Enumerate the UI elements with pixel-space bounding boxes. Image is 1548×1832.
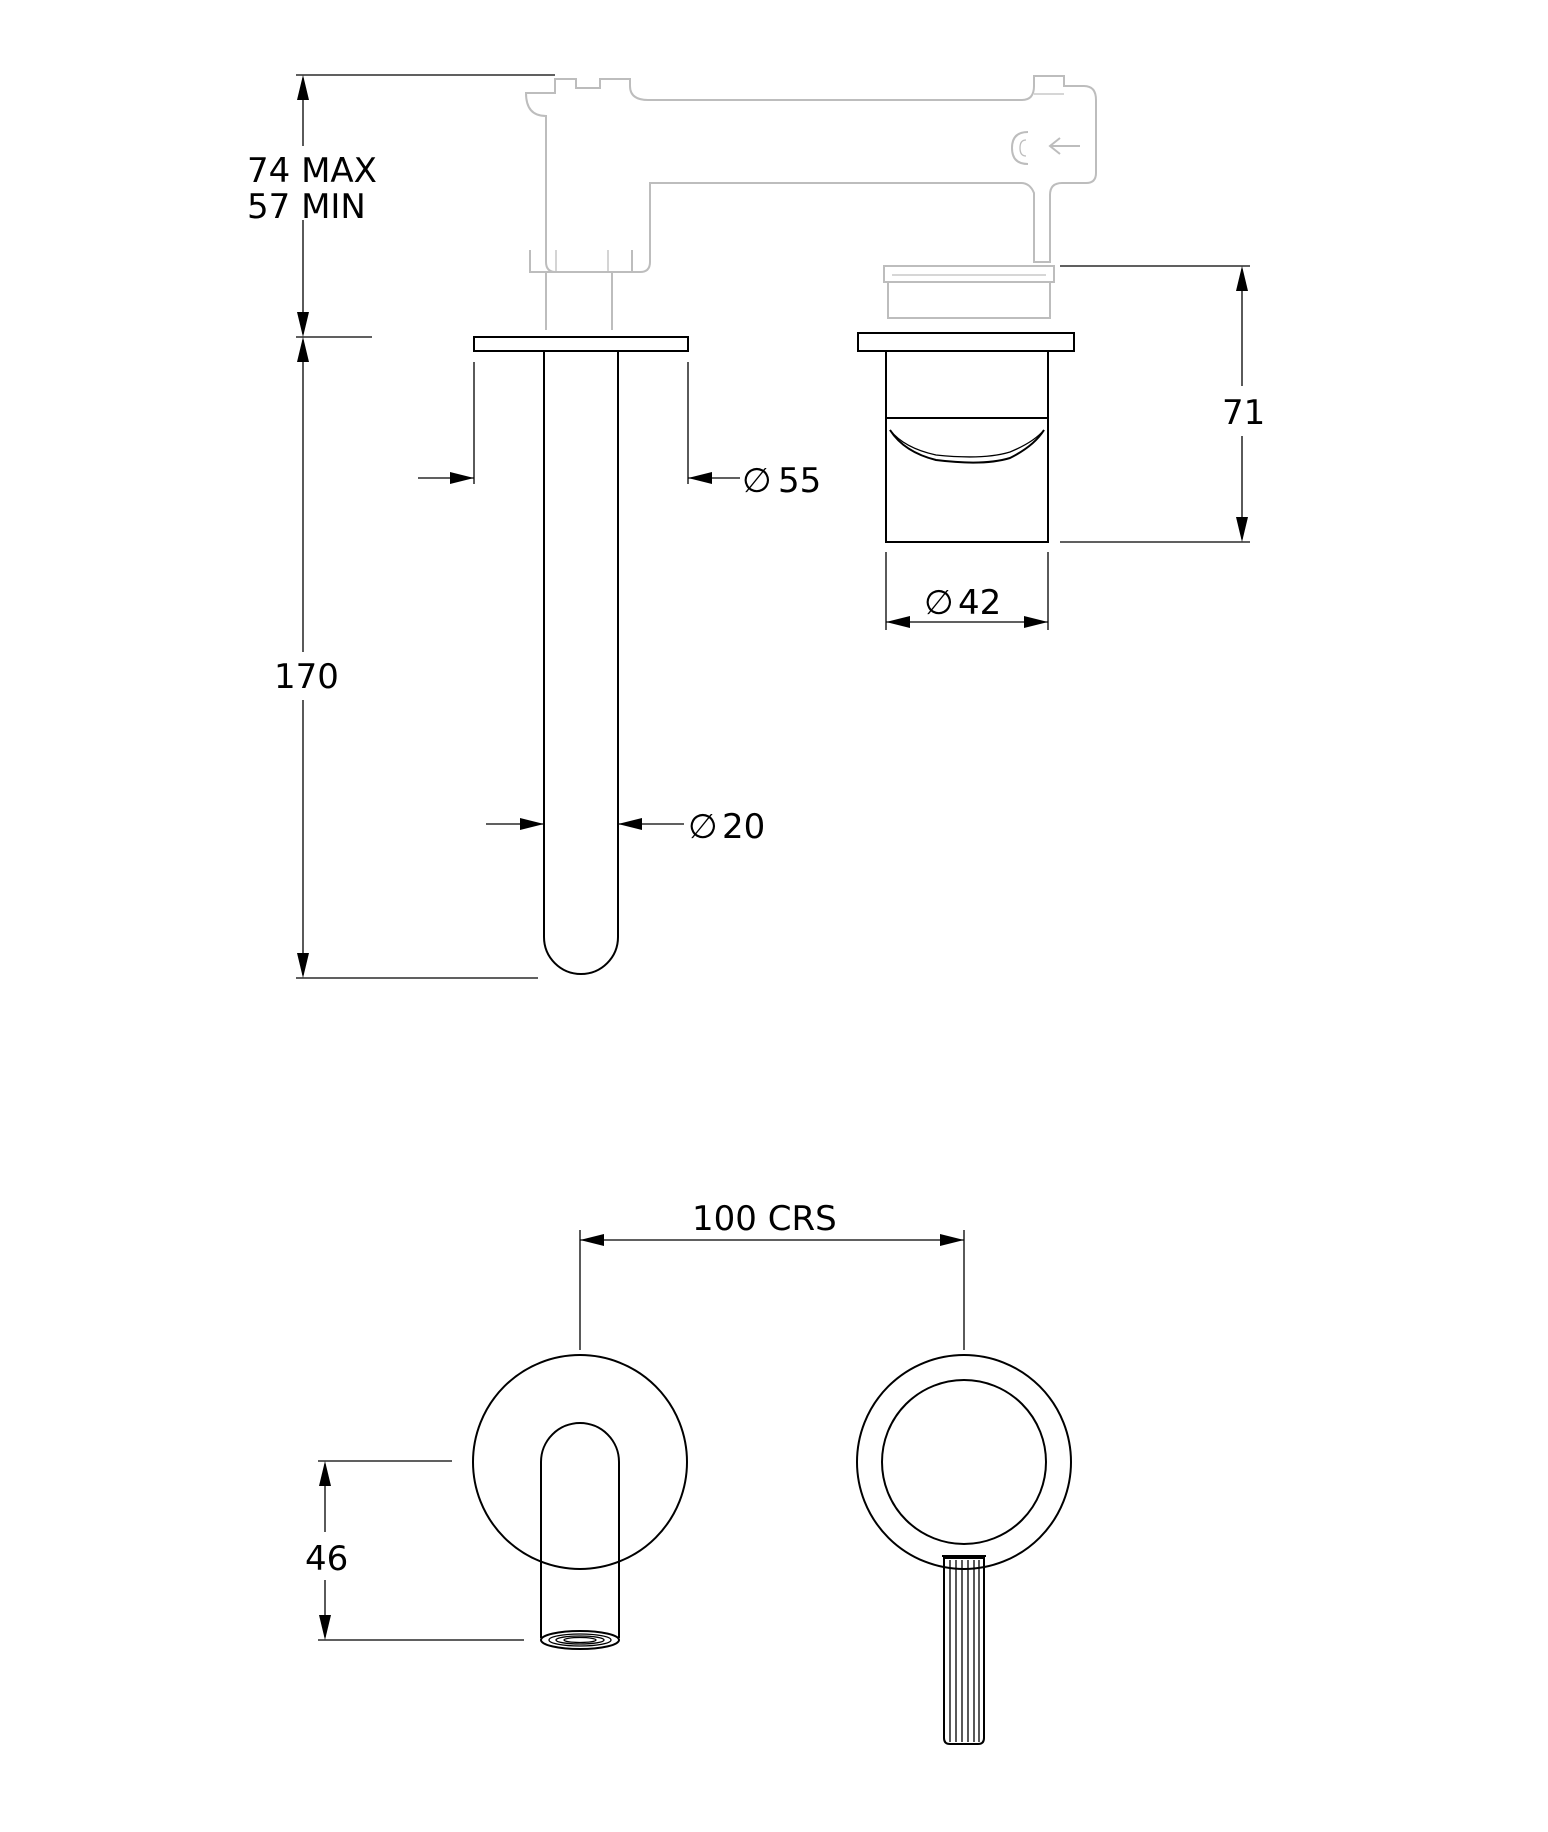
diameter-symbol: ∅ [924,583,954,623]
mixer-height-label: 71 [1222,393,1265,433]
mixer-diameter-label: 42 [958,583,1001,623]
front-view [472,1354,1072,1745]
spout-front [540,1422,620,1638]
lever-handle [942,1555,986,1745]
depth-min-label: 57 MIN [247,187,366,227]
spout-length-label: 170 [274,657,339,697]
arrow-left-icon [1048,137,1080,155]
mixer-plate [856,1354,1072,1570]
depth-max-label: 74 MAX [247,151,377,191]
mixer-flange [857,332,1075,352]
spout-flange [473,336,689,352]
side-view [473,75,1097,975]
mixer-handle [885,418,1049,543]
side-view-dimensions: 74 MAX 57 MIN 170 ∅ 55 ∅ 20 71 ∅ 42 [247,74,1265,979]
mixer-body [885,351,1049,419]
front-view-dimensions: 100 CRS 46 [305,1199,965,1641]
spout-tube [543,351,619,975]
spout-offset-label: 46 [305,1539,348,1579]
cartridge-icon [1010,131,1029,165]
centres-label: 100 CRS [692,1199,837,1239]
diameter-symbol: ∅ [688,807,718,847]
spout-plate [472,1354,688,1570]
flange-diameter-label: 55 [778,461,821,501]
mixer-knob [881,1379,1047,1545]
spout-diameter-label: 20 [722,807,765,847]
aerator [540,1630,620,1650]
concealed-valve-body [524,75,1097,330]
diameter-symbol: ∅ [742,461,772,501]
